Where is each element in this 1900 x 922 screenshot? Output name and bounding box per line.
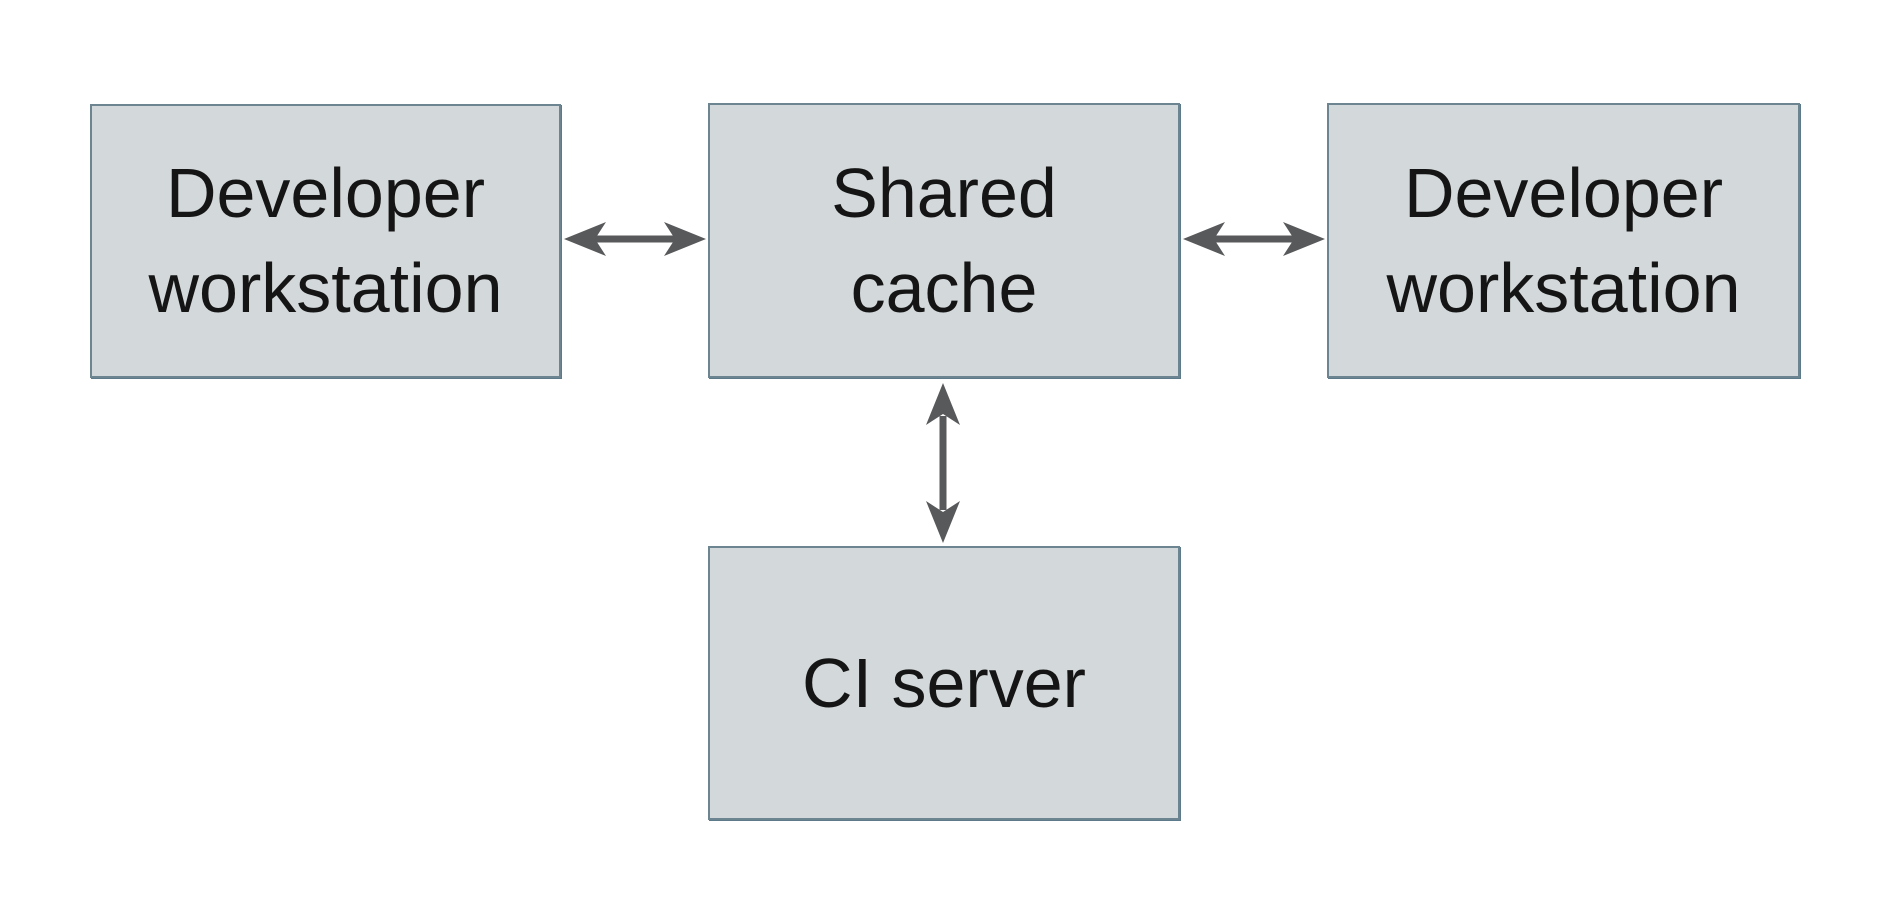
node-developer-workstation-left: Developer workstation — [90, 104, 561, 378]
bidirectional-arrow-icon-left-workstation-to-cache — [564, 222, 706, 256]
bidirectional-arrow-icon-cache-to-ci-server — [926, 383, 960, 543]
node-developer-workstation-right: Developer workstation — [1327, 103, 1800, 378]
node-ci-server: CI server — [708, 546, 1180, 820]
bidirectional-arrow-icon-cache-to-right-workstation — [1183, 222, 1325, 256]
node-shared-cache: Shared cache — [708, 103, 1180, 378]
